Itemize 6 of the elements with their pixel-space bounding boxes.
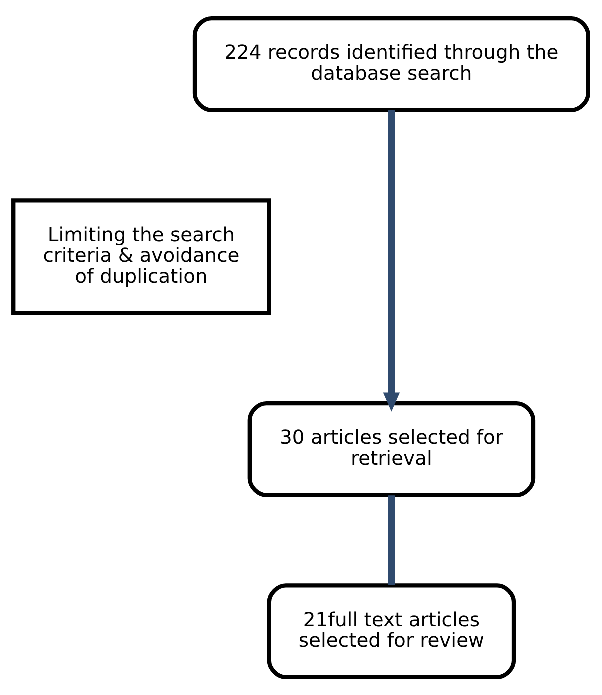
- node-box: 30 articles selected for retrieval: [248, 401, 536, 497]
- node-box: Limiting the search criteria & avoidance of duplication: [12, 198, 272, 315]
- arrow: [383, 110, 400, 412]
- connector: [388, 495, 396, 585]
- node-box: 21full text articles selected for review: [267, 583, 516, 680]
- node-box: 224 records identified through the database search: [192, 16, 590, 112]
